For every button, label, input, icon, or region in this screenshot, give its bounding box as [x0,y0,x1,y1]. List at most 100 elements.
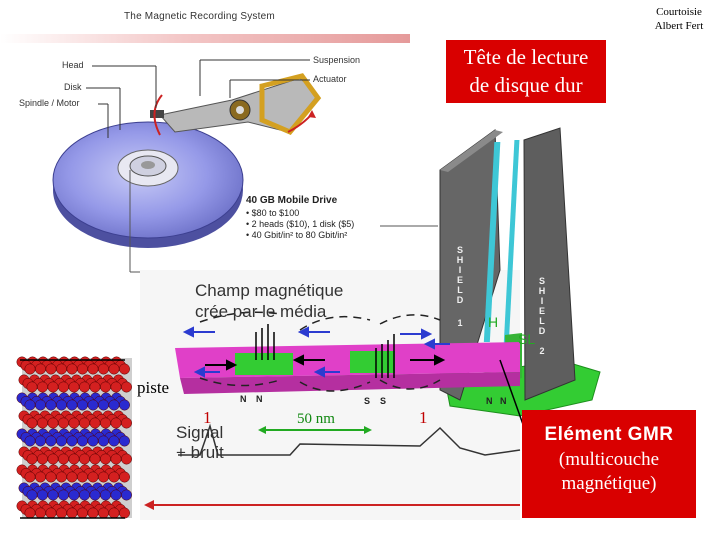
atom-sphere [119,399,130,411]
atom-sphere [108,399,120,411]
atom-sphere [121,489,132,501]
atom-sphere [35,435,46,447]
gmr-title: Elément GMR [544,424,674,445]
field-caption: Champ magnétique crée par le média [195,280,395,322]
spindle-label: Spindle / Motor [19,98,80,108]
atom-sphere [37,417,48,429]
h-label: H [488,314,499,330]
atom-sphere [87,471,99,483]
sensor-strip-1 [483,142,501,342]
slide-title-box: Tête de lecture de disque dur [446,40,606,103]
bit-spacing-label: 50 nm [297,411,335,427]
atom-sphere [89,489,101,501]
gmr-description-line-2: magnétique) [561,473,657,494]
field-line [299,381,371,392]
atom-sphere [35,363,46,375]
atom-sphere [79,489,90,501]
multilayer-spheres [16,356,132,519]
track-label: piste [137,378,170,397]
atom-sphere [37,489,48,501]
atom-sphere [108,507,120,519]
atom-sphere [77,363,88,375]
atom-sphere [110,417,122,429]
bit-mark: 1 [419,408,428,427]
atom-sphere [121,453,132,465]
actuator-coil [259,73,322,136]
credit-line-2: Albert Fert [654,20,704,32]
field-line [379,314,441,325]
drive-spec-item: 40 Gbit/in² to 80 Gbit/in² [246,230,386,241]
slide-title-line-1: Tête de lecture [463,45,589,69]
suspension-label: Suspension [313,55,361,65]
drive-spec-item: $80 to $100 [246,208,386,219]
actuator-label: Actuator [313,74,347,84]
pole-label: S [380,396,387,406]
atom-sphere [100,381,111,393]
atom-sphere [98,471,109,483]
domain-block [235,353,293,375]
atom-sphere [56,471,67,483]
drive-specs: 40 GB Mobile Drive $80 to $100 2 heads (… [246,195,386,241]
atom-sphere [37,453,48,465]
shield-2 [523,127,576,401]
field-line [299,315,371,331]
atom-sphere [24,435,36,447]
drive-specs-list: $80 to $100 2 heads ($10), 1 disk ($5) 4… [246,208,386,241]
atom-sphere [100,489,111,501]
field-arrows [182,326,450,378]
atom-sphere [68,417,80,429]
field-line [379,379,441,390]
atom-sphere [119,507,130,519]
field-caption-line-1: Champ magnétique [195,281,344,300]
sensor-strip-2 [503,140,520,350]
domain-block [350,351,395,373]
atom-sphere [58,453,69,465]
atom-sphere [108,471,120,483]
signal-caption: Signal + bruit [176,423,224,463]
atom-sphere [26,381,38,393]
atom-sphere [110,489,122,501]
atom-sphere [24,471,36,483]
atom-sphere [119,435,130,447]
atom-sphere [24,363,36,375]
field-line [199,377,281,387]
atom-sphere [56,435,67,447]
atom-sphere [26,417,38,429]
field-caption-line-2: crée par le média [195,302,327,321]
atom-sphere [35,471,46,483]
atom-sphere [87,507,99,519]
atom-sphere [66,363,78,375]
title-rule [0,34,410,43]
atom-sphere [58,381,69,393]
atom-sphere [24,507,36,519]
atom-sphere [37,381,48,393]
atom-sphere [77,507,88,519]
hard-disk-illustration [52,59,438,273]
shield-2-number: 2 [539,346,545,356]
atom-sphere [45,507,57,519]
atom-sphere [98,507,109,519]
field-line [199,311,281,323]
atom-sphere [26,489,38,501]
system-title: The Magnetic Recording System [124,11,275,22]
atom-sphere [87,399,99,411]
pole-label: N [500,396,507,406]
atom-sphere [77,471,88,483]
atom-sphere [79,453,90,465]
atom-sphere [121,381,132,393]
atom-sphere [68,489,80,501]
credit-line-1: Courtoisie [656,6,702,18]
pole-label: N [256,394,263,404]
atom-sphere [108,435,120,447]
credit: Courtoisie Albert Fert [644,5,714,33]
drive-spec-item: 2 heads ($10), 1 disk ($5) [246,219,386,230]
atom-sphere [87,435,99,447]
atom-sphere [35,399,46,411]
pole-label: S [364,396,371,406]
atom-sphere [66,399,78,411]
bit-mark: 1 [203,408,212,427]
atom-sphere [26,453,38,465]
atom-sphere [66,507,78,519]
atom-sphere [79,381,90,393]
